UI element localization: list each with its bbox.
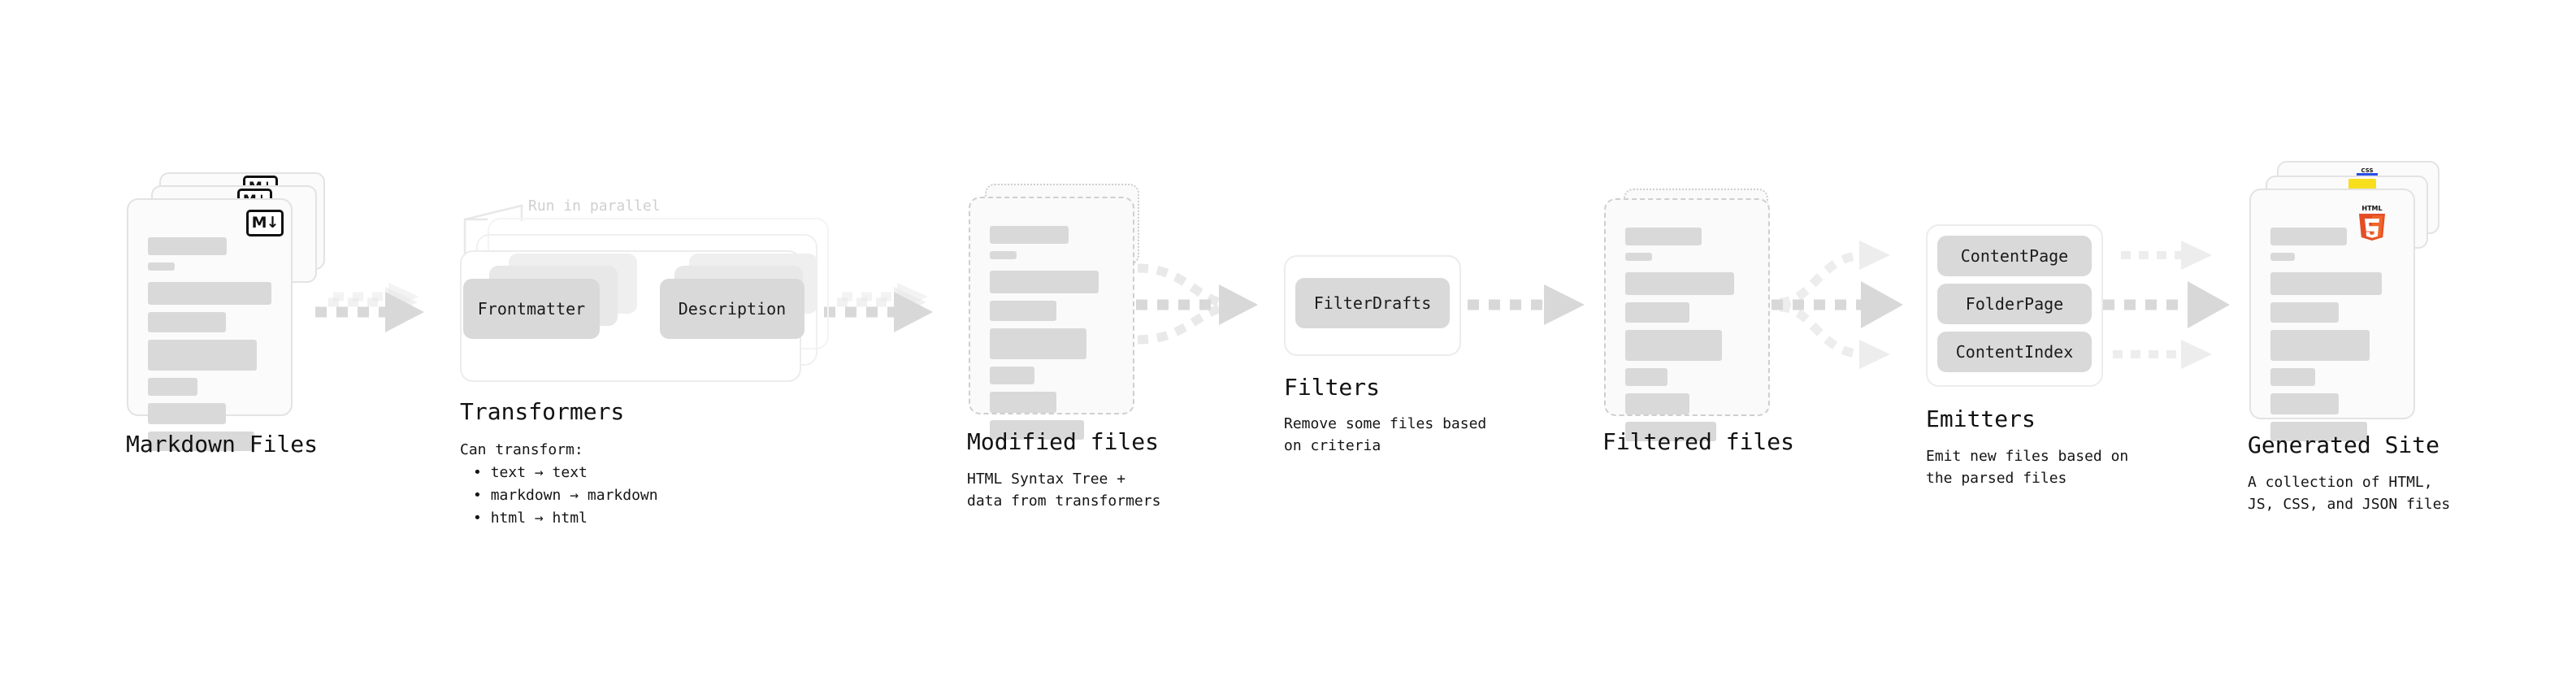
transformers-bullet-1: • text → text [473,464,588,481]
arrow-emitters-to-site [2103,241,2230,369]
chip-description[interactable]: Description [660,279,804,339]
arrow-markdown-to-transformers [315,283,424,332]
filtered-card-front[interactable] [1604,198,1770,441]
arrow-transformers-to-modified [824,283,933,332]
site-card-front[interactable]: HTML [2249,189,2415,441]
chip-frontmatter[interactable]: Frontmatter [463,279,600,339]
markdown-card-lines [148,237,271,458]
html5-badge-text: HTML [2361,205,2382,212]
css-badge-text: CSS [2361,167,2373,174]
arrow-filtered-to-emitters [1772,241,1903,369]
css3-icon: CSS [2357,164,2378,176]
filters-sub: Remove some files based on criteria [1284,415,1487,454]
arrow-filters-to-filtered [1468,284,1585,325]
modified-files-sub: HTML Syntax Tree + data from transformer… [967,471,1161,510]
filtered-files-title: Filtered files [1602,428,1795,455]
run-in-parallel-note: Run in parallel [528,197,661,215]
transformers-bullet-2: • markdown → markdown [473,487,658,504]
generated-site-sub: A collection of HTML, JS, CSS, and JSON … [2248,474,2451,513]
chip-contentpage[interactable]: ContentPage [1937,236,2092,276]
markdown-badge-front: M↓ [246,210,284,236]
filtered-card-lines [1625,228,1749,449]
filters-title: Filters [1284,374,1381,401]
modified-card-lines [990,226,1113,447]
transformers-bullet-3: • html → html [473,510,588,527]
chip-folderpage[interactable]: FolderPage [1937,284,2092,324]
markdown-files-title: Markdown Files [126,431,319,458]
transformers-bullet-3-text: html → html [490,510,588,527]
chip-contentindex[interactable]: ContentIndex [1937,332,2092,372]
modified-card-front[interactable] [969,197,1134,440]
generated-site-title: Generated Site [2248,432,2440,458]
markdown-card-front[interactable]: M↓ [127,198,293,451]
site-card-lines [2270,228,2394,449]
transformers-bullet-1-text: text → text [490,464,588,481]
arrow-modified-to-filters [1136,263,1258,345]
transformers-sub: Can transform: [460,441,583,458]
modified-files-title: Modified files [967,428,1160,455]
emitters-sub: Emit new files based on the parsed files [1926,448,2129,487]
chip-filterdrafts[interactable]: FilterDrafts [1295,278,1450,328]
html5-icon: HTML [2357,203,2387,241]
transformers-title: Transformers [460,398,625,425]
transformers-bullet-2-text: markdown → markdown [490,487,658,504]
emitters-title: Emitters [1926,406,2036,432]
